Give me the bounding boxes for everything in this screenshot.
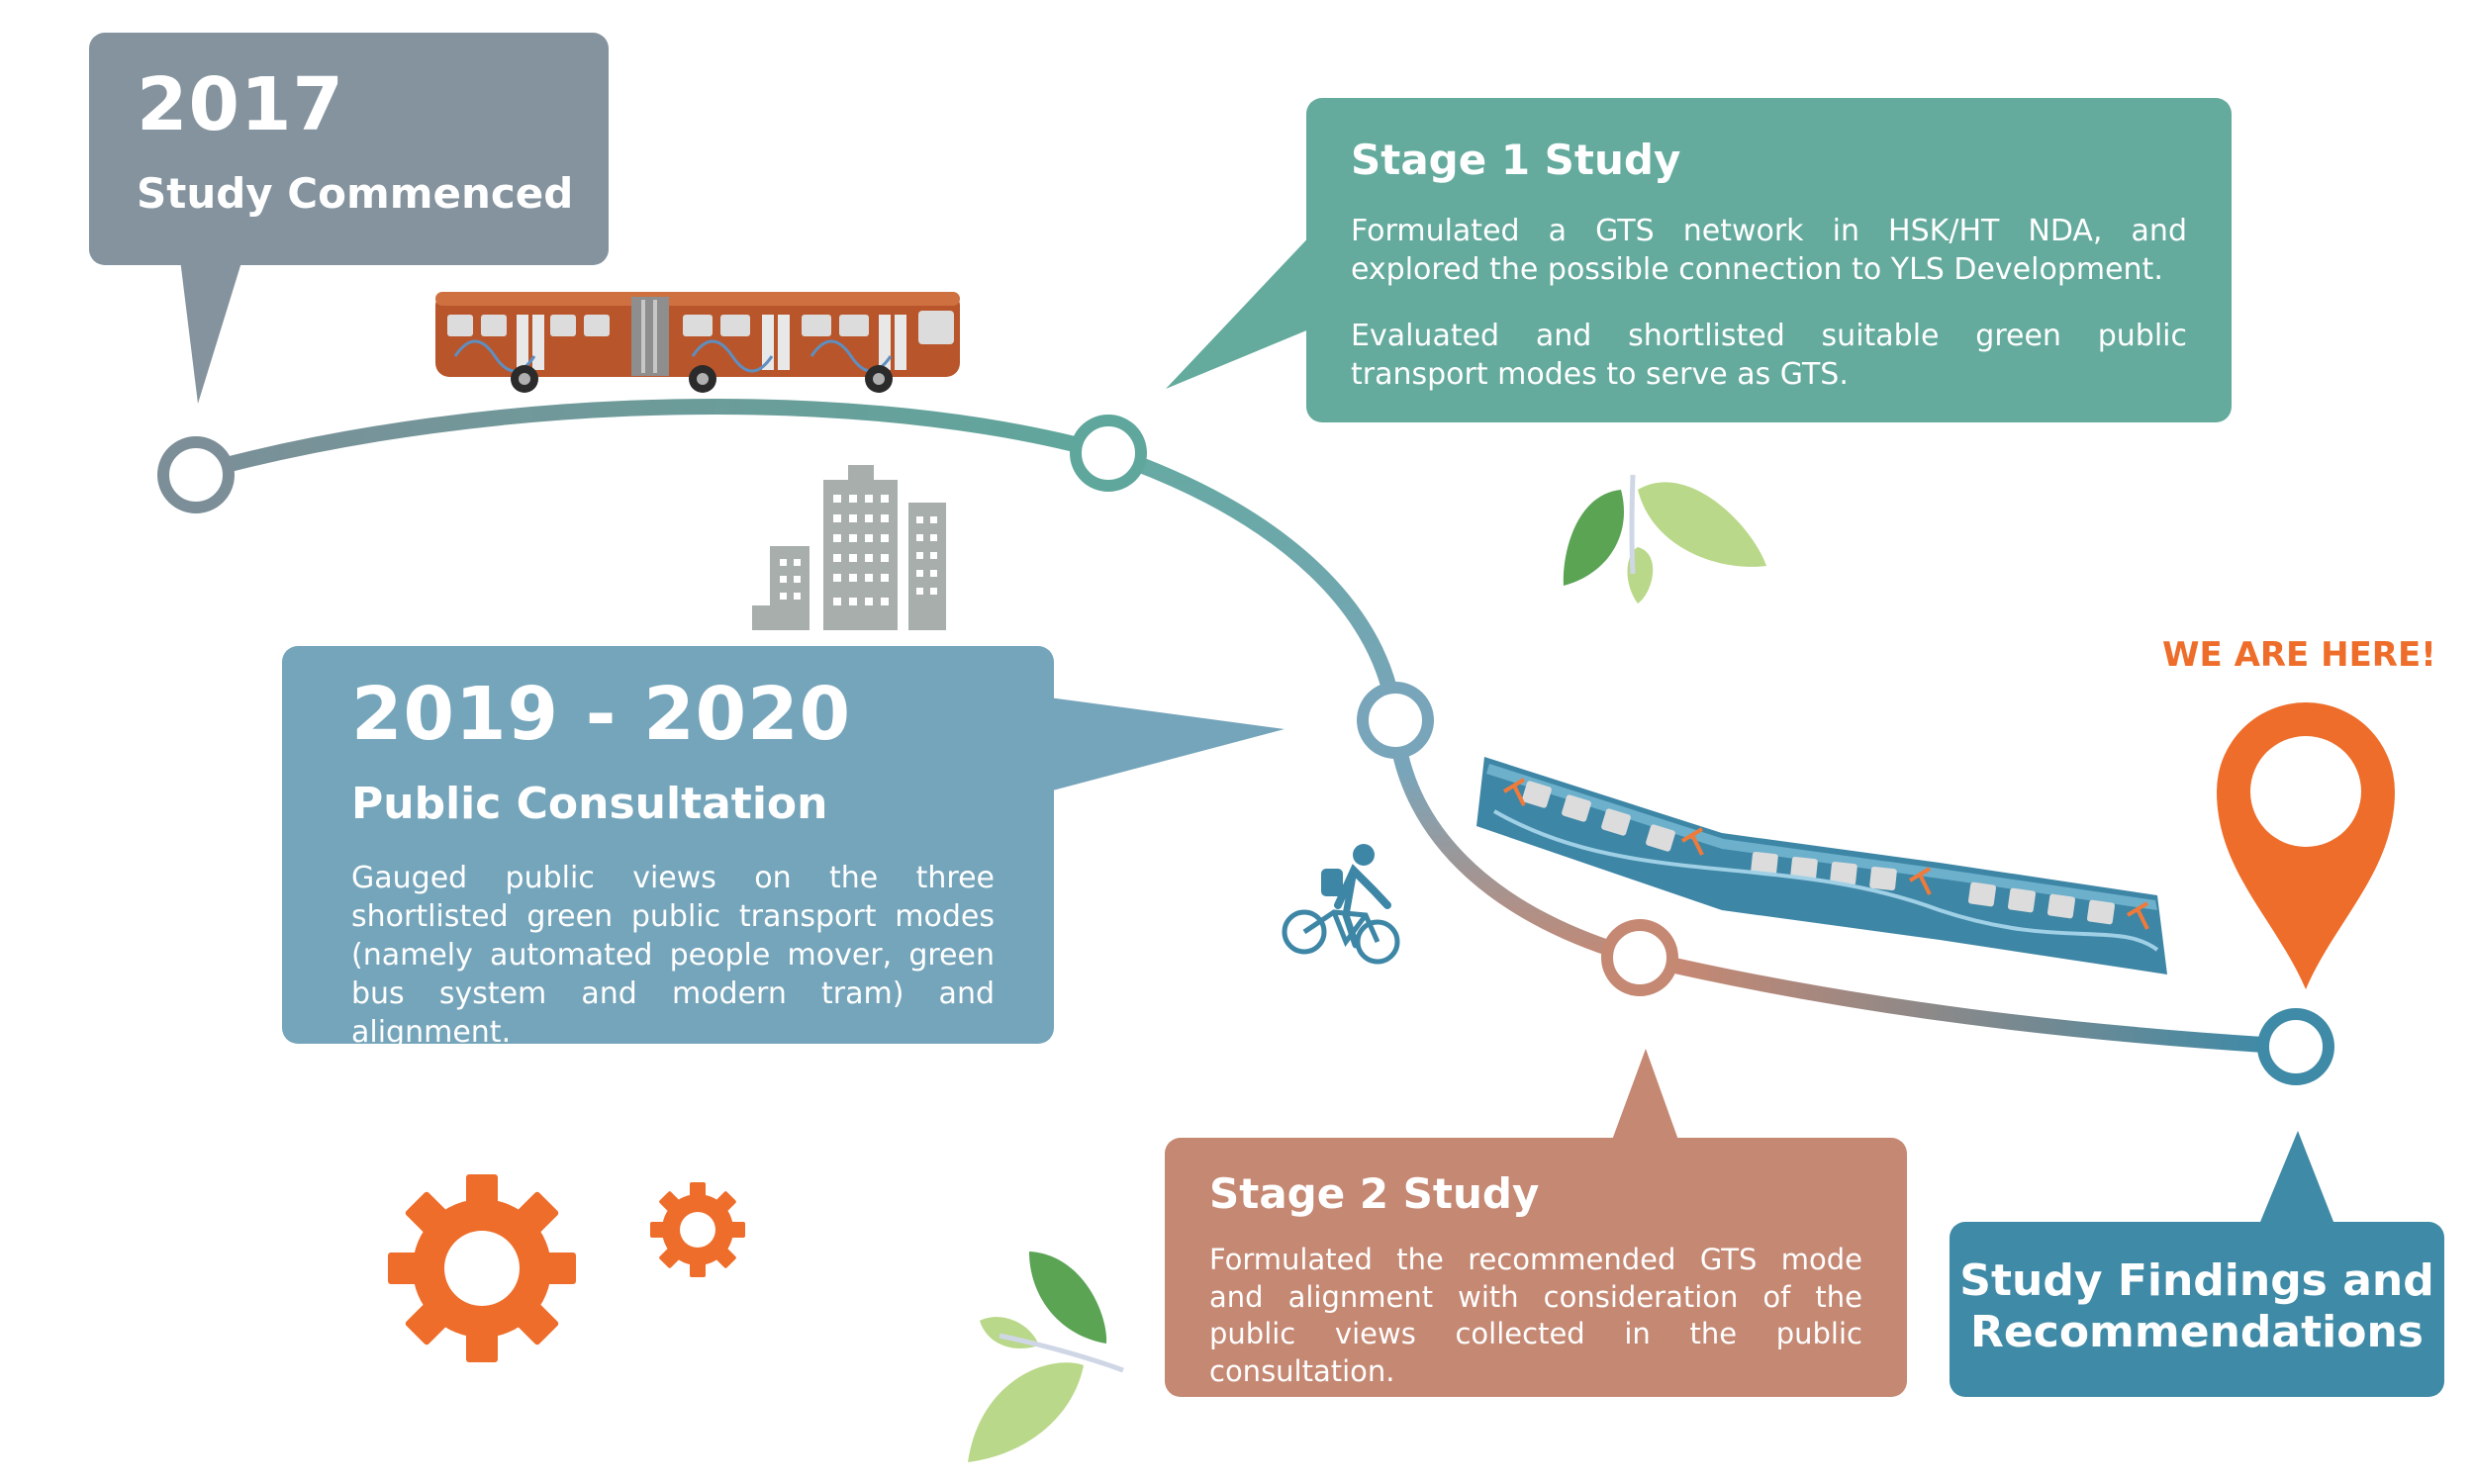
timeline-node-2017 (157, 436, 235, 513)
timeline-node-stage2 (1601, 919, 1678, 996)
milestone-2017-callout: 2017 Study Commenced (89, 33, 609, 265)
articulated-bus-icon (435, 292, 960, 393)
milestone-description: Gauged public views on the three shortli… (351, 861, 995, 1050)
callout-tail-findings (2258, 1131, 2335, 1227)
timeline-node-2019 (1357, 682, 1434, 759)
stage1-paragraph-2: Evaluated and shortlisted suitable green… (1351, 319, 2187, 392)
gear-icon (650, 1182, 745, 1277)
milestone-title: Public Consultation (351, 779, 828, 829)
milestone-2019-callout: 2019 - 2020 Public Consultation Gauged p… (282, 646, 1054, 1050)
stage2-callout: Stage 2 Study Formulated the recommended… (1165, 1138, 1907, 1397)
timeline-node-stage1 (1070, 415, 1147, 492)
leaves-icon (1563, 474, 1766, 603)
location-pin-icon (2217, 702, 2395, 989)
milestone-year: 2019 - 2020 (351, 672, 852, 757)
stage1-paragraph-1: Formulated a GTS network in HSK/HT NDA, … (1351, 214, 2187, 287)
cyclist-icon (1282, 844, 1400, 965)
milestone-title: Study Commenced (137, 169, 574, 218)
stage2-title: Stage 2 Study (1209, 1169, 1540, 1218)
findings-title-line2: Recommendations (1970, 1306, 2424, 1357)
stage1-title: Stage 1 Study (1351, 136, 1681, 184)
callout-tail-2017 (180, 259, 242, 404)
milestone-year: 2017 (137, 62, 344, 147)
stage1-callout: Stage 1 Study Formulated a GTS network i… (1306, 98, 2232, 422)
callout-tail-stage1 (1166, 230, 1316, 389)
tram-icon (1476, 757, 2167, 974)
findings-title-line1: Study Findings and (1959, 1255, 2434, 1306)
stage2-description: Formulated the recommended GTS mode and … (1209, 1243, 1862, 1389)
building-windows (780, 495, 937, 605)
findings-callout: Study Findings and Recommendations (1950, 1222, 2444, 1397)
timeline-road (188, 398, 2304, 1055)
callout-tail-2019 (1049, 697, 1285, 791)
gear-icon (388, 1174, 576, 1362)
leaves-icon (968, 1252, 1124, 1462)
timeline-node-findings (2257, 1008, 2334, 1085)
callout-tail-stage2 (1611, 1049, 1679, 1143)
current-position-label: WE ARE HERE! (2162, 635, 2436, 675)
